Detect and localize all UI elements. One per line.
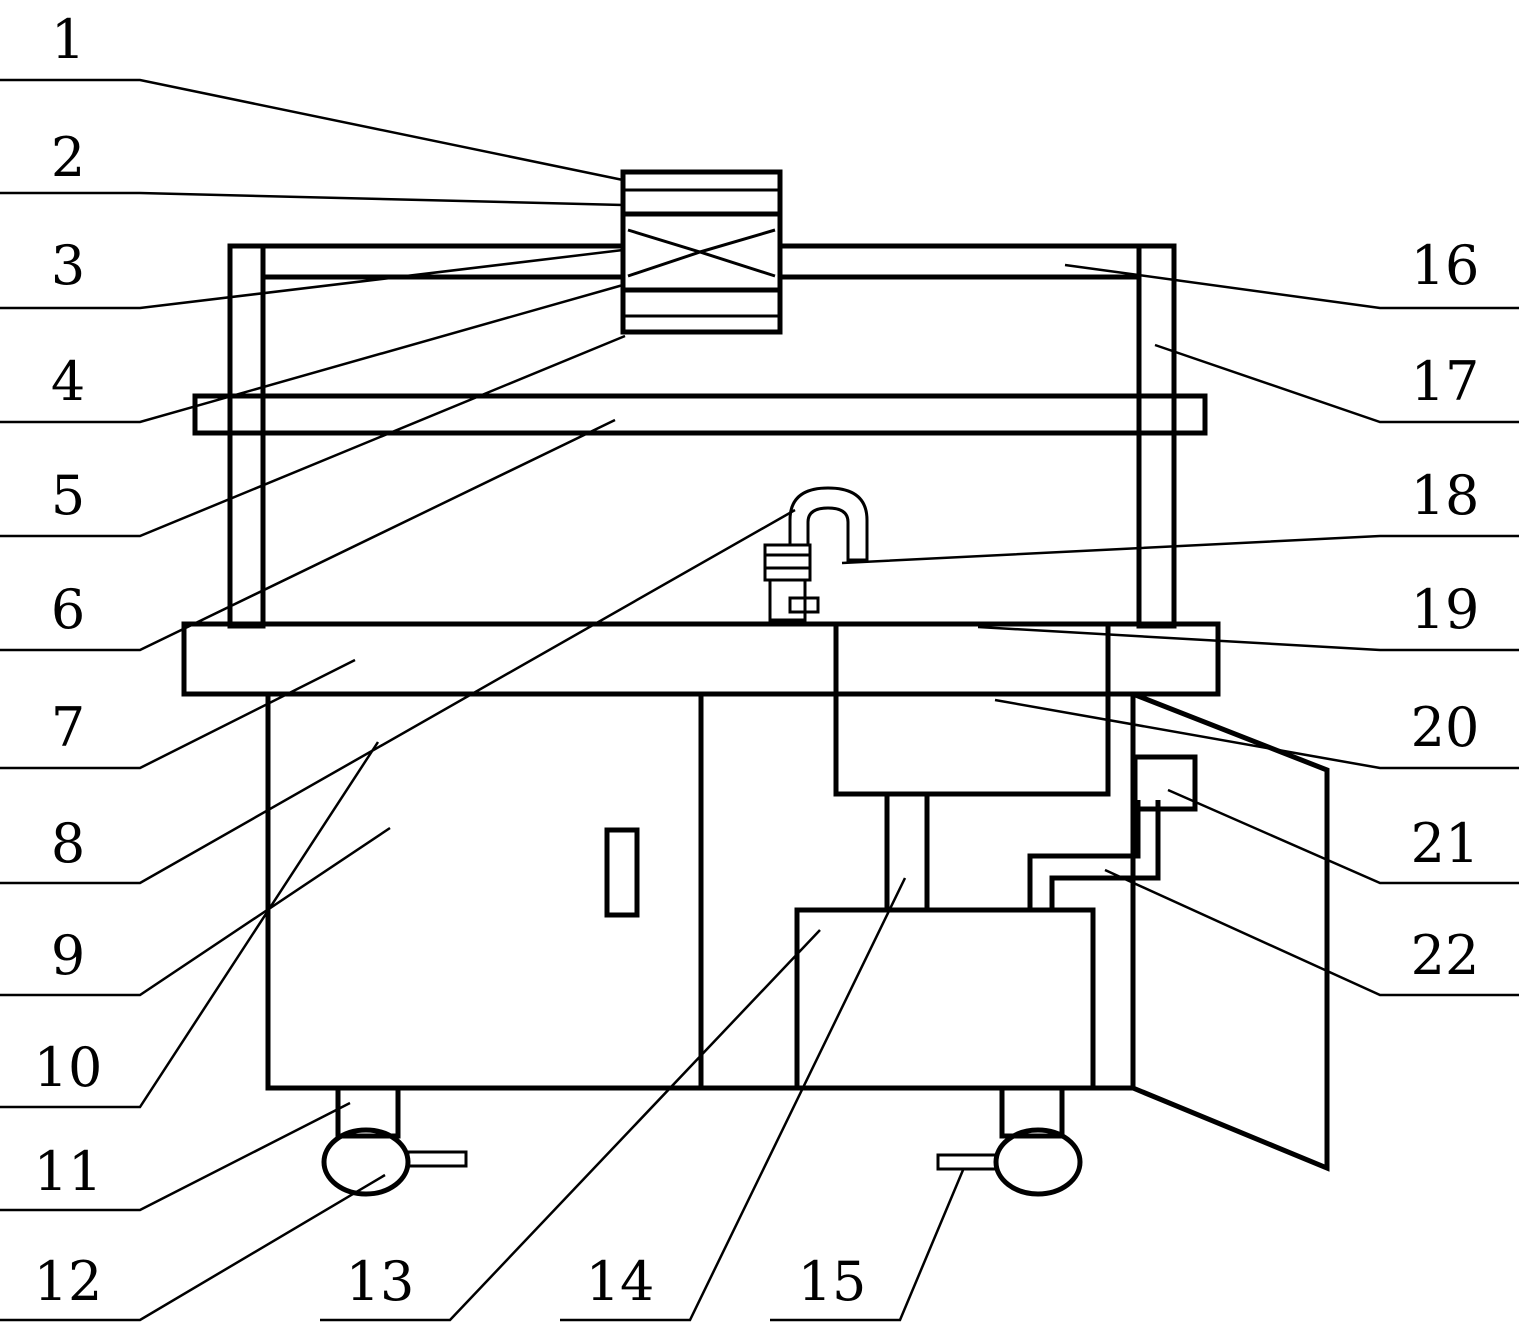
label-17: 17 <box>1411 350 1480 413</box>
label-15: 15 <box>798 1250 867 1313</box>
right-caster <box>936 1085 1083 1197</box>
label-14: 14 <box>586 1250 655 1313</box>
label-3: 3 <box>51 234 85 297</box>
clamp-assembly <box>620 169 783 335</box>
label-8: 8 <box>51 812 85 875</box>
label-4: 4 <box>51 350 85 413</box>
worktop <box>181 621 1221 697</box>
middle-shelf <box>192 393 1208 436</box>
label-16: 16 <box>1411 234 1480 297</box>
label-18: 18 <box>1411 464 1480 527</box>
sink-basin <box>833 621 1111 797</box>
label-13: 13 <box>346 1250 415 1313</box>
label-12: 12 <box>34 1250 103 1313</box>
label-20: 20 <box>1411 696 1480 759</box>
pump-box <box>1132 754 1198 812</box>
left-upright <box>227 243 266 629</box>
label-11: 11 <box>34 1140 103 1203</box>
label-1: 1 <box>51 8 85 71</box>
cabinet-door <box>265 691 704 1091</box>
label-22: 22 <box>1411 924 1480 987</box>
right-upright <box>1136 243 1177 629</box>
label-7: 7 <box>51 696 85 759</box>
label-19: 19 <box>1411 578 1480 641</box>
label-10: 10 <box>34 1036 103 1099</box>
label-6: 6 <box>51 578 85 641</box>
outlet-pipe <box>1027 800 1161 910</box>
side-door <box>1132 691 1330 1172</box>
leader-lines <box>0 78 1519 1322</box>
label-9: 9 <box>51 924 85 987</box>
top-rail <box>230 243 1174 280</box>
label-21: 21 <box>1411 812 1480 875</box>
faucet <box>763 486 869 622</box>
label-2: 2 <box>51 126 85 189</box>
left-caster <box>321 1085 468 1197</box>
label-5: 5 <box>51 464 85 527</box>
waste-tank <box>794 907 1096 1091</box>
drain-pipe <box>884 791 930 913</box>
